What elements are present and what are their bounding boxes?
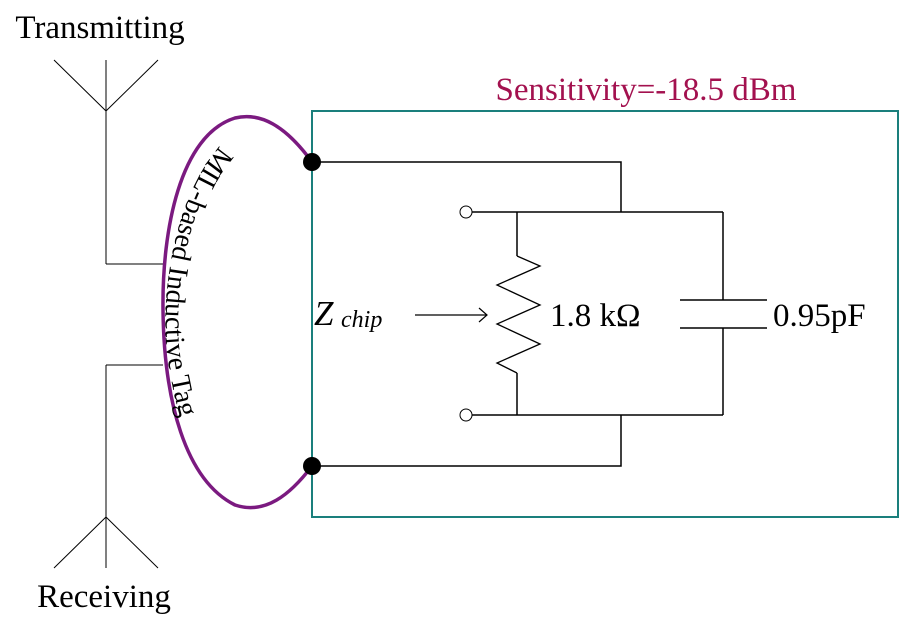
chip-boundary-box [311,110,899,518]
receiving-antenna-icon [53,364,163,569]
circuit-wires [312,161,724,467]
impedance-subscript: chip [341,307,382,333]
resistor-icon [495,255,542,374]
open-terminal-bottom [459,408,473,422]
arrow-right-icon [415,307,488,323]
open-terminal-top [459,205,473,219]
capacitor-icon [680,299,767,329]
capacitance-label: 0.95pF [773,298,866,334]
impedance-symbol: Z [314,294,334,333]
transmitting-antenna-icon [53,59,163,265]
inductive-loop [161,114,314,510]
tag-label: MIL-based Inductive Tag [158,141,238,419]
resistance-label: 1.8 kΩ [550,298,641,334]
transmitting-label: Transmitting [15,10,184,46]
tag-label-path: MIL-based Inductive Tag [158,141,238,419]
sensitivity-label: Sensitivity=-18.5 dBm [496,72,797,108]
receiving-label: Receiving [37,579,171,615]
